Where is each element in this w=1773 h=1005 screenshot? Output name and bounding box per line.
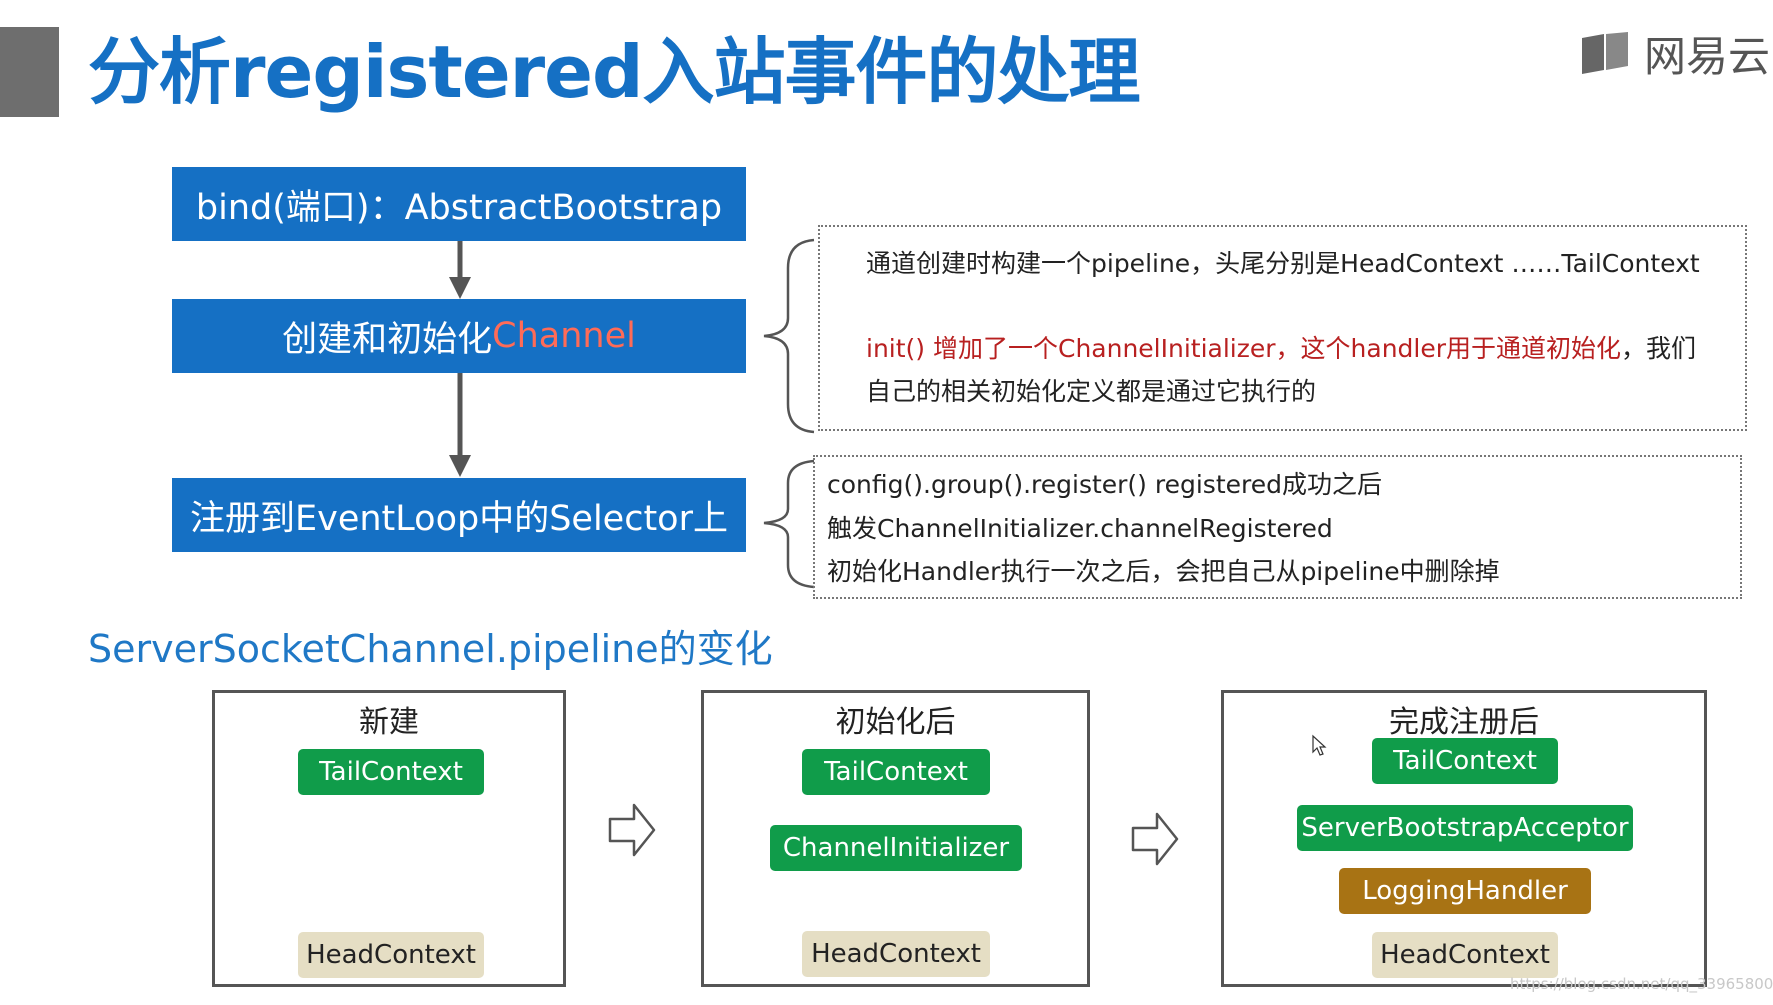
note-2-line-1: config().group().register() registered成功… xyxy=(827,470,1382,499)
slide-title: 分析registered入站事件的处理 xyxy=(88,30,1141,114)
hollow-arrow-1 xyxy=(608,803,656,857)
panel-new-title: 新建 xyxy=(359,705,419,740)
brace-1 xyxy=(763,238,815,434)
note-1-line-2-black: ，我们 xyxy=(1621,334,1697,363)
flow-step-channel-highlight: Channel xyxy=(492,316,636,356)
chip-head-context: HeadContext xyxy=(298,932,484,978)
note-register xyxy=(813,455,1742,599)
flow-step-register: 注册到EventLoop中的Selector上 xyxy=(172,478,746,552)
chip-tail-context: TailContext xyxy=(1372,738,1558,784)
panel-after-register: 完成注册后 TailContext ServerBootstrapAccepto… xyxy=(1221,690,1707,987)
logo: 网易云 xyxy=(1578,28,1770,81)
chip-head-context: HeadContext xyxy=(1372,932,1558,978)
flow-step-create-label: 创建和初始化 xyxy=(282,319,493,360)
note-pipeline-init xyxy=(818,225,1747,431)
section-title: ServerSocketChannel.pipeline的变化 xyxy=(88,627,773,671)
header-accent-bar xyxy=(0,27,59,117)
flow-step-bind-label: bind(端口)：AbstractBootstrap xyxy=(195,187,723,228)
flow-step-bind: bind(端口)：AbstractBootstrap xyxy=(172,167,746,241)
watermark: https://blog.csdn.net/qq_33965800 xyxy=(1510,975,1773,993)
note-2-line-2: 触发ChannelInitializer.channelRegistered xyxy=(827,514,1333,543)
flow-arrow-2 xyxy=(449,373,471,477)
mouse-cursor-icon xyxy=(1312,734,1327,756)
note-1-line-2: init() 增加了一个ChannelInitializer，这个handler… xyxy=(866,333,1696,365)
note-1-line-1: 通道创建时构建一个pipeline，头尾分别是HeadContext ……Tai… xyxy=(866,249,1700,278)
note-1-line-2-red: init() 增加了一个ChannelInitializer，这个handler… xyxy=(866,334,1622,363)
brace-2 xyxy=(763,459,815,589)
flow-step-register-label: 注册到EventLoop中的Selector上 xyxy=(190,498,728,539)
note-1-line-3: 自己的相关初始化定义都是通过它执行的 xyxy=(866,377,1317,406)
panel-after-init-title: 初始化后 xyxy=(835,705,956,740)
hollow-arrow-2 xyxy=(1131,812,1179,866)
book-icon xyxy=(1582,32,1628,74)
flow-arrow-1 xyxy=(449,241,471,299)
chip-tail-context: TailContext xyxy=(298,749,484,795)
chip-tail-context: TailContext xyxy=(802,749,990,795)
note-2-line-3: 初始化Handler执行一次之后，会把自己从pipeline中删除掉 xyxy=(827,557,1500,586)
chip-logging-handler: LoggingHandler xyxy=(1339,868,1591,914)
chip-head-context: HeadContext xyxy=(802,931,990,977)
panel-after-init: 初始化后 TailContext ChannelInitializer Head… xyxy=(701,690,1090,987)
logo-text: 网易云 xyxy=(1644,31,1771,81)
chip-server-bootstrap-acceptor: ServerBootstrapAcceptor xyxy=(1297,805,1633,851)
panel-after-register-title: 完成注册后 xyxy=(1389,705,1539,740)
chip-channel-initializer: ChannelInitializer xyxy=(770,825,1022,871)
panel-new: 新建 TailContext HeadContext xyxy=(212,690,566,987)
